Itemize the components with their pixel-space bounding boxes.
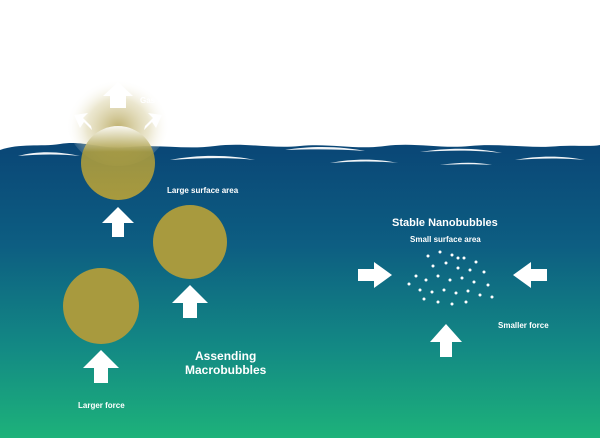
macrobubble-lower [63,268,139,344]
assending-line-2: Macrobubbles [185,363,267,377]
assending-line-1: Assending [195,349,257,363]
larger-force-label: Larger force [78,401,125,410]
up-arrow-icon [172,285,208,318]
stable-nanobubbles-label: Stable Nanobubbles [392,217,498,229]
small-surface-area-label: Small surface area [410,235,481,244]
nanobubble-cluster [407,250,494,306]
gas-arrow-left-icon [74,113,92,130]
up-arrow-icon [83,350,119,383]
macrobubble-middle [153,205,227,279]
smaller-force-label: Smaller force [498,321,549,330]
assending-macrobubbles-label: Assending Macrobubbles [185,349,266,377]
up-arrow-icon [430,324,462,357]
right-arrow-icon [358,262,392,288]
large-surface-area-label: Large surface area [167,186,239,195]
side-force-arrows [358,262,547,288]
left-arrow-icon [513,262,547,288]
surface-waves [18,147,585,165]
gas-label: Gas [140,96,156,105]
gas-arrows [74,82,162,130]
buoyancy-arrows [83,207,462,383]
surface-bubble [81,126,155,200]
gas-arrow-up-icon [103,82,133,108]
water-body [0,143,600,438]
up-arrow-icon [102,207,134,237]
gas-arrow-right-icon [144,113,162,130]
